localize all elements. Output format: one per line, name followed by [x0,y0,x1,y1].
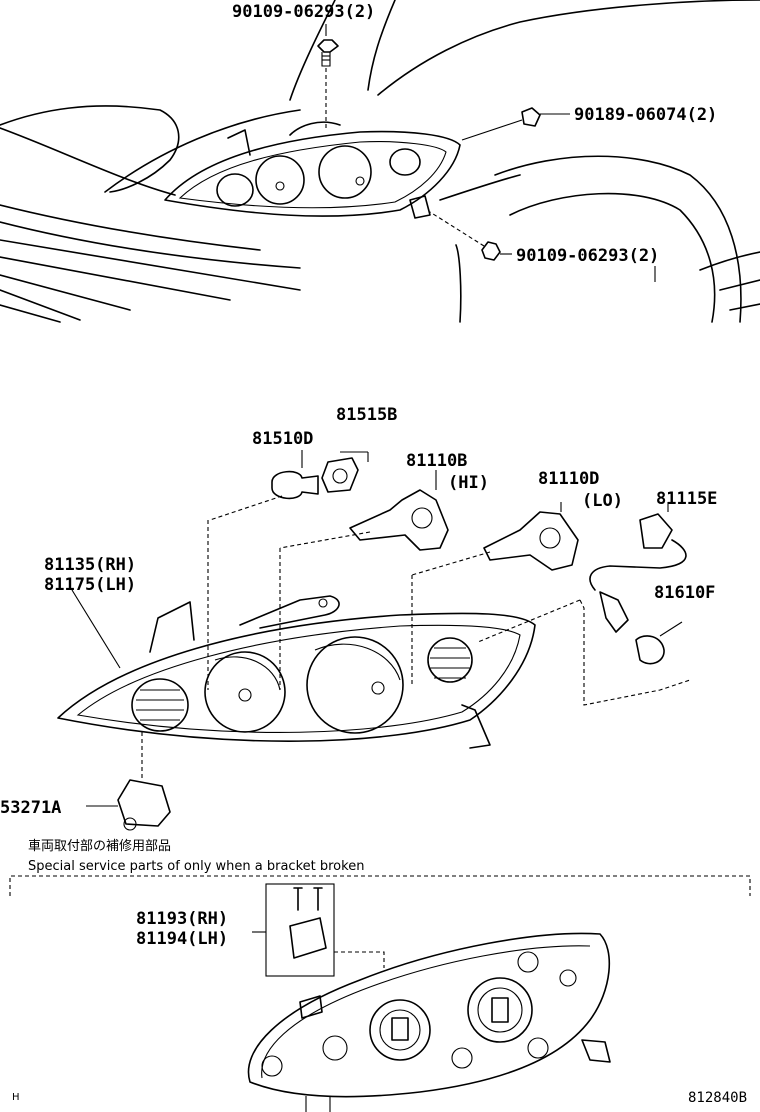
headlamp-rear-view [247,932,611,1112]
label-side-socket: 81610F [654,583,715,603]
label-bolt-top: 90109-06293(2) [232,2,375,22]
service-note-en: Special service parts of only when a bra… [28,859,364,874]
bracket-kit-box [252,883,385,977]
label-bulb-lo: 81110D [538,469,599,489]
bulb-hi-icon [279,489,449,690]
headlamp-assembly [57,595,536,749]
label-bulb-small: 81510D [252,429,313,449]
service-note-jp: 車両取付部の補修用部品 [28,839,171,854]
label-bracket-lh: 81194(LH) [136,929,228,949]
label-lamp-rh: 81135(RH) [44,555,136,575]
label-bracket-rh: 81193(RH) [136,909,228,929]
label-hi-tag: (HI) [448,473,489,493]
label-bracket-part: 53271A [0,798,61,818]
label-bulb-hi: 81110B [406,451,467,471]
socket-small-icon [321,457,359,493]
footer-left-mark: H [12,1092,20,1103]
label-bolt-side: 90109-06293(2) [516,246,659,266]
side-socket-bulb-icon [477,599,691,706]
bulb-small-icon [207,470,319,690]
vehicle-body-illustration [0,0,760,323]
bolt-top-icon [317,39,339,128]
label-lamp-lh: 81175(LH) [44,575,136,595]
bulb-lo-icon [411,511,579,685]
drawing-number: 812840B [688,1090,747,1106]
label-clip: 90189-06074(2) [574,105,717,125]
bracket-53271a-icon [86,730,171,831]
label-wire: 81115E [656,489,717,509]
service-section-border [9,875,751,896]
headlamp-installed [164,121,461,219]
wire-harness-icon [589,502,687,633]
bolt-side-icon [429,211,656,282]
label-lo-tag: (LO) [582,491,623,511]
label-socket-small: 81515B [336,405,397,425]
clip-icon [461,107,570,141]
